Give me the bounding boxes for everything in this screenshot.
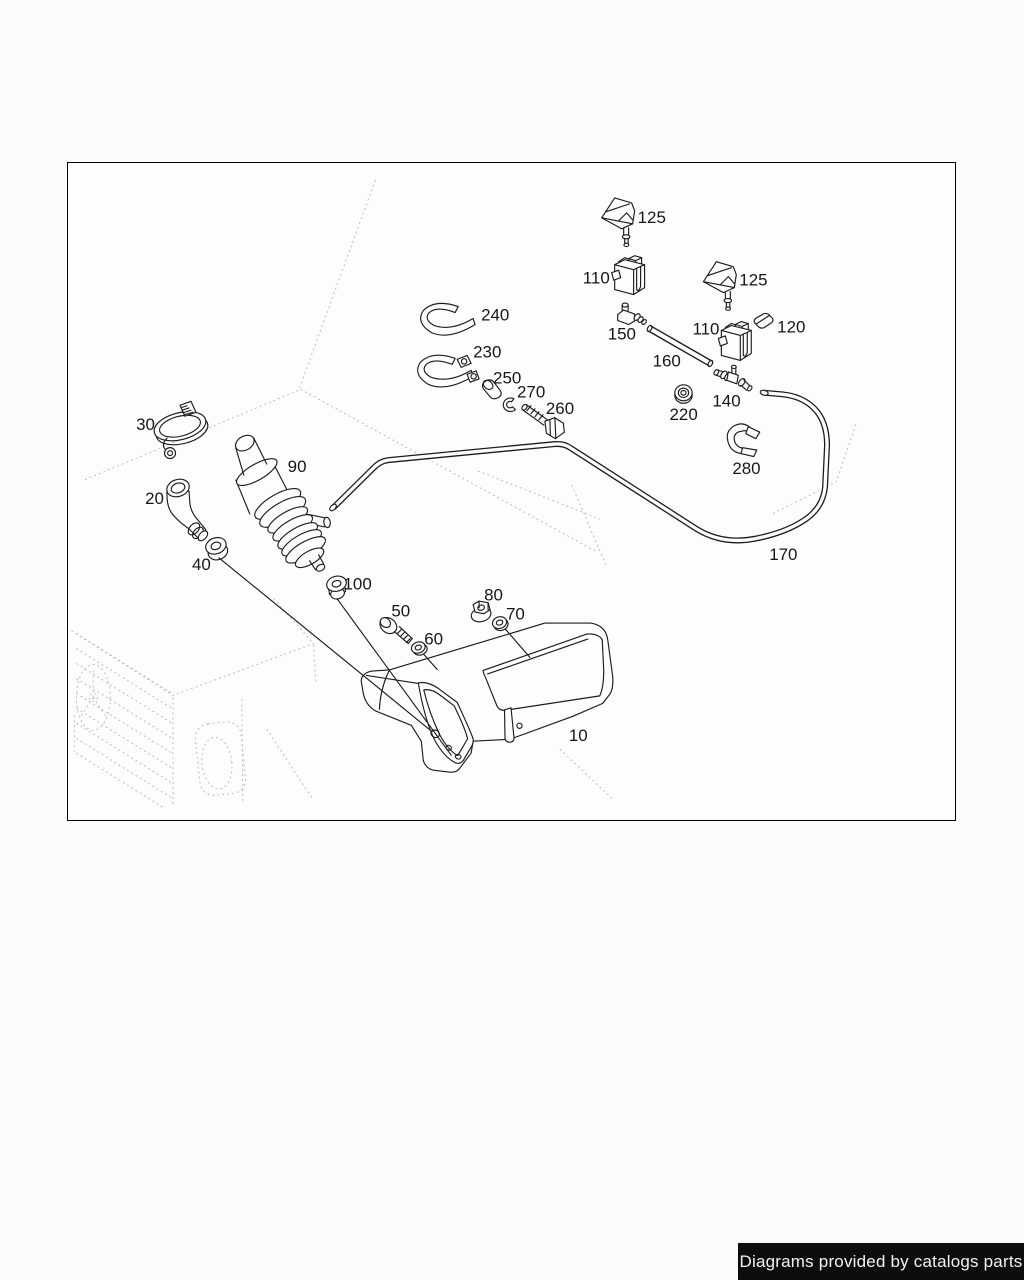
part-160-tube: [646, 324, 714, 368]
part-125-nozzle-left: [601, 197, 636, 248]
part-label-110-left: 110: [583, 269, 610, 288]
part-label-90: 90: [288, 457, 307, 476]
part-label-120: 120: [777, 317, 805, 336]
pump-bracket: [417, 681, 474, 764]
part-label-260: 260: [546, 399, 574, 418]
part-label-100: 100: [344, 575, 372, 594]
part-60-washer: [410, 641, 428, 656]
part-250-spacer: [481, 379, 502, 400]
part-100-grommet: [326, 575, 347, 600]
part-label-60: 60: [424, 630, 443, 649]
part-label-280: 280: [732, 459, 760, 478]
mercedes-star-sketch: [79, 667, 107, 718]
footer-credit-bar: Diagrams provided by catalogs parts: [738, 1243, 1024, 1280]
part-label-10: 10: [569, 726, 588, 745]
part-label-140: 140: [712, 391, 740, 410]
part-label-150: 150: [608, 324, 636, 343]
part-240-clamp: [420, 302, 476, 336]
part-label-70: 70: [506, 605, 525, 624]
part-110-holder-right: [717, 320, 752, 361]
turn-signal-sketch: [194, 721, 247, 796]
part-label-80: 80: [484, 586, 503, 605]
part-120-pin: [753, 312, 774, 329]
part-label-170: 170: [769, 545, 797, 564]
part-80-nut: [470, 600, 492, 623]
part-150-connector: [617, 302, 647, 326]
part-label-125-right: 125: [739, 271, 767, 290]
part-280-clip: [726, 423, 761, 458]
assembly-leader-lines: [218, 557, 531, 756]
footer-credit-text: Diagrams provided by catalogs parts: [739, 1251, 1023, 1271]
part-110-holder-left: [611, 255, 646, 296]
parts-diagram: 125 110 150 160 125 110 120 140 220 280 …: [71, 179, 857, 809]
part-50-bolt: [379, 617, 413, 645]
part-220-grommet: [674, 384, 693, 404]
diagram-panel: 125 110 150 160 125 110 120 140 220 280 …: [67, 162, 956, 821]
part-10-reservoir: [360, 622, 614, 773]
part-90-pump: [234, 434, 331, 572]
part-label-240: 240: [481, 306, 509, 325]
part-70-washer: [491, 616, 509, 632]
part-label-270: 270: [517, 382, 545, 401]
part-230-clamp: [417, 354, 480, 388]
part-30-cap: [153, 400, 209, 460]
part-label-160: 160: [653, 351, 681, 370]
part-270-ring: [502, 397, 517, 413]
headlight-sketch: [75, 663, 111, 731]
part-label-230: 230: [473, 342, 501, 361]
part-140-connector: [713, 364, 753, 392]
part-170-hose: [329, 389, 831, 544]
part-label-20: 20: [145, 489, 164, 508]
part-label-50: 50: [391, 602, 410, 621]
car-body-sketch: [71, 179, 857, 809]
part-label-250: 250: [493, 368, 521, 387]
part-labels: 125 110 150 160 125 110 120 140 220 280 …: [136, 208, 805, 745]
part-label-40: 40: [192, 555, 211, 574]
part-label-220: 220: [670, 405, 698, 424]
part-20-filler-neck: [166, 478, 209, 542]
part-125-nozzle-right: [702, 261, 737, 311]
part-label-125-left: 125: [638, 208, 666, 227]
part-260-bolt: [521, 403, 565, 440]
part-label-110-right: 110: [692, 319, 719, 338]
part-40-bushing: [205, 536, 229, 561]
part-label-30: 30: [136, 415, 155, 434]
